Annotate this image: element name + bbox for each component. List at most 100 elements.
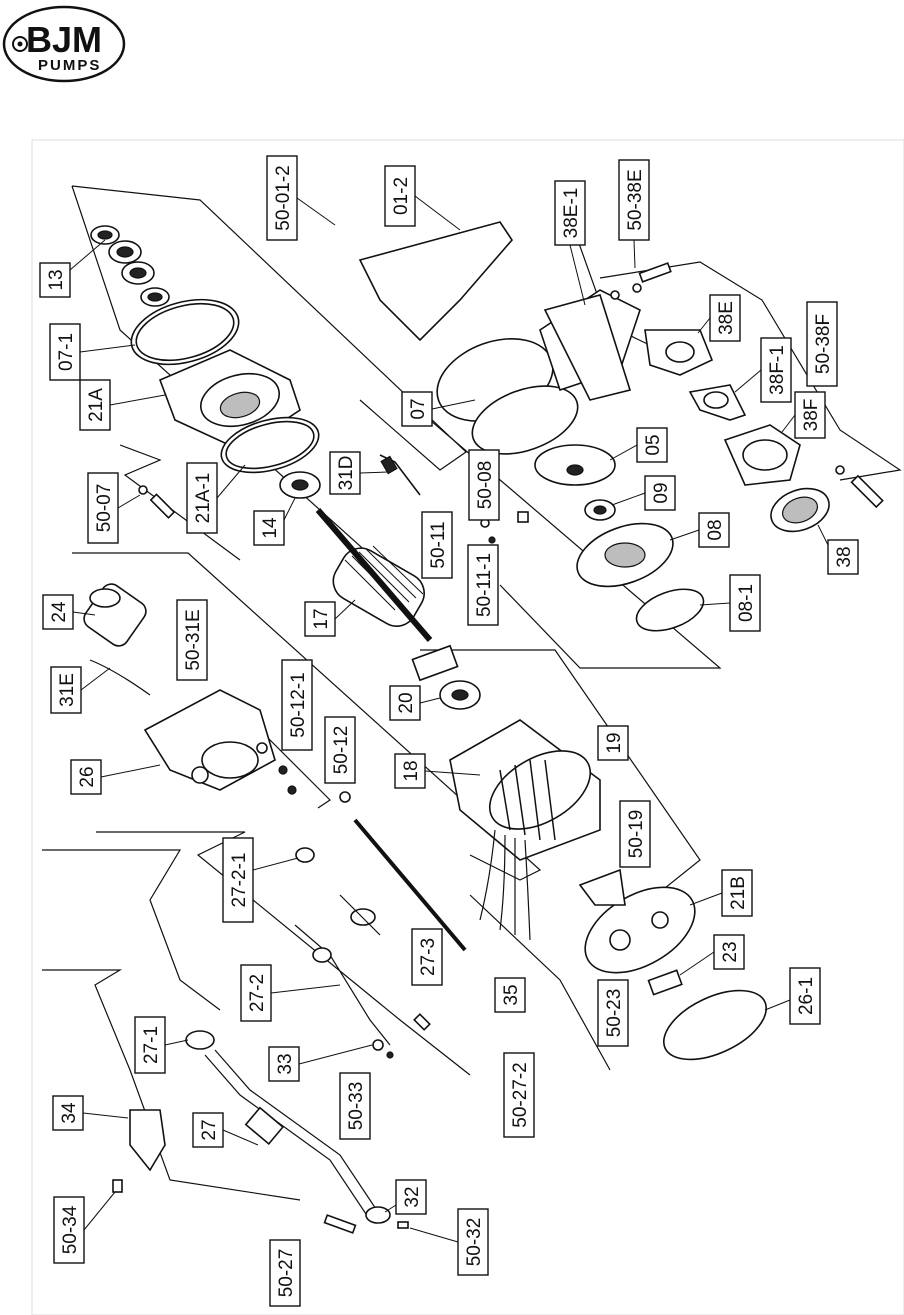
callout-38e: 38E <box>709 294 741 342</box>
callout-23: 23 <box>713 934 745 970</box>
svg-text:38E-1: 38E-1 <box>561 188 582 239</box>
svg-text:08-1: 08-1 <box>736 584 757 622</box>
svg-text:21A: 21A <box>86 388 107 422</box>
svg-text:24: 24 <box>49 601 70 623</box>
callout-08: 08 <box>698 512 730 548</box>
svg-text:20: 20 <box>396 692 417 713</box>
callout-50-11: 50-11 <box>421 511 453 579</box>
svg-text:50-01-2: 50-01-2 <box>273 165 294 231</box>
callout-21a-1: 21A-1 <box>186 462 218 534</box>
callout-31e: 31E <box>50 666 82 714</box>
callouts: 13 07-1 21A 50-07 21A-1 14 31D 50-01-2 0… <box>39 155 859 1307</box>
svg-text:33: 33 <box>275 1053 296 1074</box>
svg-text:27-1: 27-1 <box>141 1026 162 1064</box>
svg-text:14: 14 <box>260 517 281 539</box>
svg-text:50-38E: 50-38E <box>625 169 646 230</box>
svg-text:21A-1: 21A-1 <box>193 473 214 524</box>
svg-text:27: 27 <box>199 1119 220 1140</box>
callout-26: 26 <box>70 759 102 795</box>
callout-38e-1: 38E-1 <box>554 180 586 246</box>
callout-50-12: 50-12 <box>324 716 356 784</box>
svg-text:26-1: 26-1 <box>796 977 817 1015</box>
callout-32: 32 <box>395 1179 427 1215</box>
svg-text:38: 38 <box>834 546 855 567</box>
parts <box>83 221 884 1234</box>
callout-50-08: 50-08 <box>468 449 500 521</box>
callout-50-27-2: 50-27-2 <box>503 1052 535 1138</box>
callout-50-33: 50-33 <box>339 1072 371 1140</box>
svg-text:31D: 31D <box>336 456 357 491</box>
callout-27-3: 27-3 <box>411 928 443 986</box>
svg-text:50-12: 50-12 <box>331 726 352 775</box>
callout-17: 17 <box>304 601 336 637</box>
svg-text:27-3: 27-3 <box>418 938 439 976</box>
svg-text:08: 08 <box>705 519 726 540</box>
svg-text:50-33: 50-33 <box>346 1082 367 1131</box>
callout-18: 18 <box>394 753 426 789</box>
svg-text:50-08: 50-08 <box>475 461 496 510</box>
leader-lines <box>69 195 829 1243</box>
svg-text:19: 19 <box>604 732 625 753</box>
svg-text:38F-1: 38F-1 <box>767 345 788 395</box>
callout-50-32: 50-32 <box>457 1208 489 1276</box>
callout-27: 27 <box>192 1112 224 1148</box>
svg-text:50-12-1: 50-12-1 <box>288 672 309 738</box>
callout-27-1: 27-1 <box>134 1016 166 1074</box>
svg-text:50-34: 50-34 <box>60 1205 81 1254</box>
callout-21a: 21A <box>79 379 111 431</box>
svg-text:50-27: 50-27 <box>276 1249 297 1298</box>
callout-21b: 21B <box>721 869 753 917</box>
svg-text:50-23: 50-23 <box>604 989 625 1038</box>
svg-text:50-11-1: 50-11-1 <box>474 553 495 617</box>
svg-text:50-32: 50-32 <box>464 1218 485 1267</box>
svg-text:17: 17 <box>311 608 332 629</box>
svg-text:38F: 38F <box>801 399 822 432</box>
callout-19: 19 <box>597 725 629 761</box>
callout-38: 38 <box>827 539 859 575</box>
callout-35: 35 <box>494 977 526 1013</box>
callout-26-1: 26-1 <box>789 967 821 1025</box>
svg-text:38E: 38E <box>716 301 737 335</box>
svg-text:23: 23 <box>720 941 741 962</box>
callout-50-01-2: 50-01-2 <box>266 155 298 241</box>
svg-text:35: 35 <box>501 984 522 1005</box>
callout-08-1: 08-1 <box>729 574 761 632</box>
callout-50-31e: 50-31E <box>176 599 208 681</box>
brand-sub: PUMPS <box>38 57 101 74</box>
callout-34: 34 <box>52 1095 84 1131</box>
callout-31d: 31D <box>329 451 361 495</box>
svg-text:50-19: 50-19 <box>626 810 647 859</box>
svg-text:26: 26 <box>77 766 98 787</box>
svg-text:27-2: 27-2 <box>247 974 268 1012</box>
callout-50-38e: 50-38E <box>618 159 650 241</box>
callout-09: 09 <box>644 475 676 511</box>
callout-07-1: 07-1 <box>49 323 81 381</box>
svg-text:50-11: 50-11 <box>428 521 449 568</box>
bjm-logo: BJM PUMPS <box>2 5 126 83</box>
svg-text:09: 09 <box>651 482 672 503</box>
svg-text:34: 34 <box>59 1102 80 1124</box>
callout-50-23: 50-23 <box>597 979 629 1047</box>
brand-name: BJM <box>26 19 102 60</box>
svg-text:18: 18 <box>401 760 422 781</box>
callout-38f: 38F <box>794 391 826 439</box>
svg-text:07-1: 07-1 <box>56 333 77 371</box>
svg-text:50-27-2: 50-27-2 <box>510 1062 531 1128</box>
svg-text:50-38F: 50-38F <box>813 314 834 374</box>
callout-20: 20 <box>389 685 421 721</box>
callout-01-2: 01-2 <box>384 165 416 227</box>
callout-50-38f: 50-38F <box>806 301 838 387</box>
callout-38f-1: 38F-1 <box>760 337 792 403</box>
svg-text:07: 07 <box>408 398 429 419</box>
callout-14: 14 <box>253 510 285 546</box>
callout-33: 33 <box>268 1046 300 1082</box>
callout-50-11-1: 50-11-1 <box>467 544 499 626</box>
svg-text:01-2: 01-2 <box>391 177 412 215</box>
svg-text:05: 05 <box>643 434 664 455</box>
callout-50-07: 50-07 <box>87 472 119 544</box>
svg-text:31E: 31E <box>57 673 78 707</box>
svg-text:21B: 21B <box>728 876 749 910</box>
callout-05: 05 <box>636 427 668 463</box>
svg-text:27-2-1: 27-2-1 <box>229 853 250 908</box>
